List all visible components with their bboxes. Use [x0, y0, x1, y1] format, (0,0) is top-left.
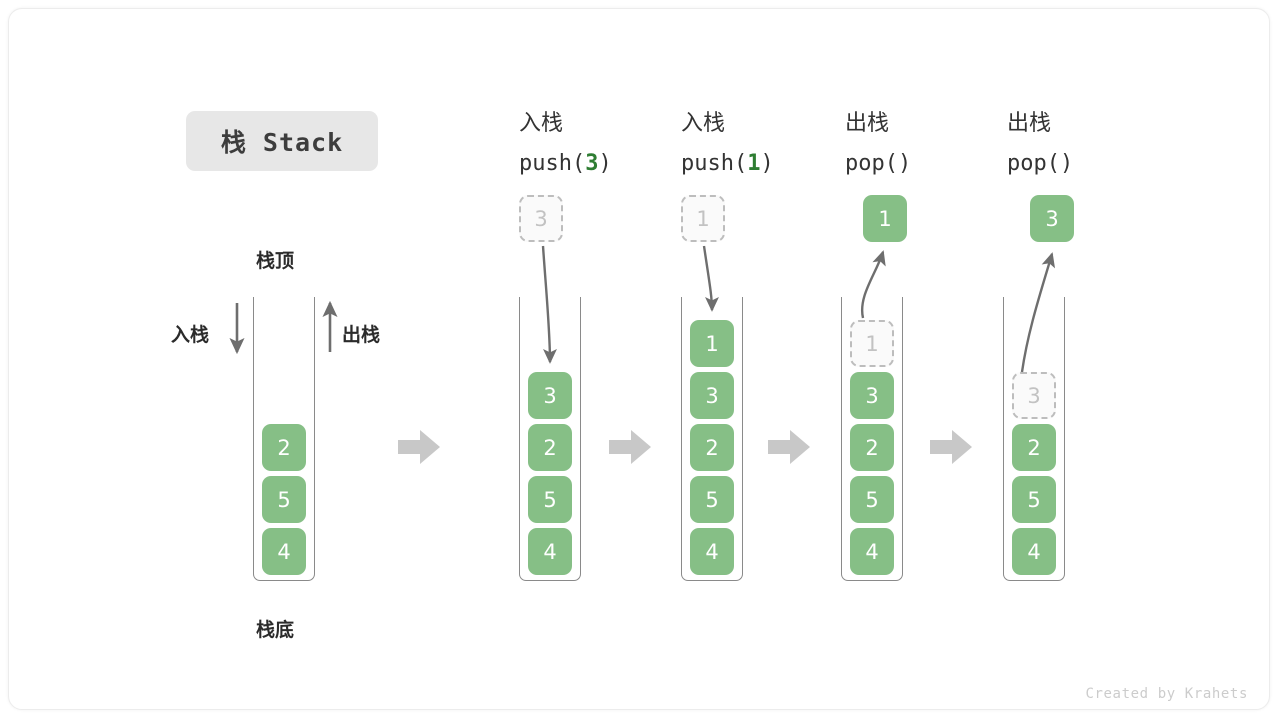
stack-cell: 4 [690, 528, 734, 575]
stack-cell: 5 [850, 476, 894, 523]
stack-cell: 5 [262, 476, 306, 523]
stack-cell: 4 [262, 528, 306, 575]
caption-code: pop() [845, 144, 911, 184]
stack-container-push-1 [681, 297, 743, 581]
transition-arrow-icon [768, 430, 810, 464]
transition-arrow-icon [930, 430, 972, 464]
stack-bottom-label: 栈底 [256, 619, 295, 641]
caption-pop-1: 出栈 pop() [845, 104, 911, 184]
stack-top-label: 栈顶 [256, 250, 295, 272]
ghost-cell-incoming: 3 [519, 195, 563, 242]
credit-text: Created by Krahets [1085, 686, 1248, 702]
caption-cn: 出栈 [845, 111, 890, 136]
caption-code: pop() [1007, 144, 1073, 184]
stack-cell: 4 [528, 528, 572, 575]
stack-cell: 2 [528, 424, 572, 471]
ghost-cell-incoming: 1 [681, 195, 725, 242]
stack-container-push-3 [519, 297, 581, 581]
caption-code-pre: pop( [845, 151, 898, 176]
caption-code-pre: pop( [1007, 151, 1060, 176]
stack-cell: 1 [690, 320, 734, 367]
stack-cell: 3 [690, 372, 734, 419]
stack-cell: 2 [690, 424, 734, 471]
caption-cn: 入栈 [519, 111, 564, 136]
caption-cn: 出栈 [1007, 111, 1052, 136]
diagram-title: 栈 Stack [186, 111, 378, 171]
caption-code-post: ) [1059, 151, 1074, 176]
caption-push-1: 入栈 push(1) [681, 104, 774, 184]
caption-cn: 入栈 [681, 111, 726, 136]
stack-cell: 5 [690, 476, 734, 523]
popped-cell: 1 [863, 195, 907, 242]
stack-container-initial [253, 297, 315, 581]
stack-container-pop-1 [841, 297, 903, 581]
stack-container-pop-3 [1003, 297, 1065, 581]
stack-cell: 2 [1012, 424, 1056, 471]
caption-code-post: ) [598, 151, 612, 176]
caption-push-3: 入栈 push(3) [519, 104, 612, 184]
caption-code: push(3) [519, 144, 612, 184]
push-direction-label: 入栈 [171, 324, 210, 346]
caption-code: push(1) [681, 144, 774, 184]
caption-code-pre: push( [681, 151, 748, 176]
caption-code-arg: 1 [747, 151, 761, 176]
stack-cell: 5 [528, 476, 572, 523]
stack-cell: 2 [850, 424, 894, 471]
caption-code-post: ) [897, 151, 912, 176]
caption-code-post: ) [760, 151, 774, 176]
transition-arrow-icon [609, 430, 651, 464]
stack-cell: 2 [262, 424, 306, 471]
ghost-cell-removed: 3 [1012, 372, 1056, 419]
caption-pop-3: 出栈 pop() [1007, 104, 1073, 184]
stack-cell: 3 [850, 372, 894, 419]
popped-cell: 3 [1030, 195, 1074, 242]
caption-code-pre: push( [519, 151, 586, 176]
stack-cell: 4 [1012, 528, 1056, 575]
stack-cell: 4 [850, 528, 894, 575]
stack-cell: 3 [528, 372, 572, 419]
ghost-cell-removed: 1 [850, 320, 894, 367]
stack-cell: 5 [1012, 476, 1056, 523]
caption-code-arg: 3 [585, 151, 599, 176]
transition-arrow-icon [398, 430, 440, 464]
pop-direction-label: 出栈 [342, 324, 381, 346]
